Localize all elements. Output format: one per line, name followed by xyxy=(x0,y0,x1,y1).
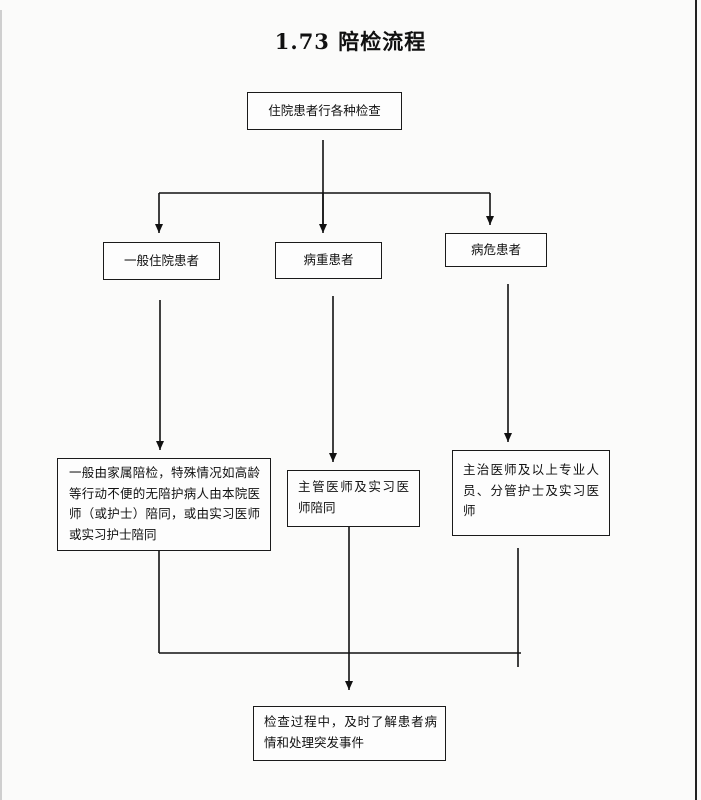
node-end: 检查过程中，及时了解患者病情和处理突发事件 xyxy=(253,706,446,761)
flowchart-title: 1.73 陪检流程 xyxy=(274,29,427,54)
node-critical-patient: 病危患者 xyxy=(445,233,547,267)
node-serious-patient: 病重患者 xyxy=(275,242,382,279)
node-general-escort: 一般由家属陪检，特殊情况如高龄等行动不便的无陪护病人由本院医师（或护士）陪同，或… xyxy=(57,458,271,551)
node-general-patient: 一般住院患者 xyxy=(103,242,220,280)
node-serious-escort: 主管医师及实习医师陪同 xyxy=(287,470,420,527)
page-left-edge xyxy=(0,10,2,800)
node-critical-escort: 主治医师及以上专业人员、分管护士及实习医师 xyxy=(452,450,610,536)
page-right-edge xyxy=(695,0,697,800)
node-start: 住院患者行各种检查 xyxy=(247,92,402,130)
